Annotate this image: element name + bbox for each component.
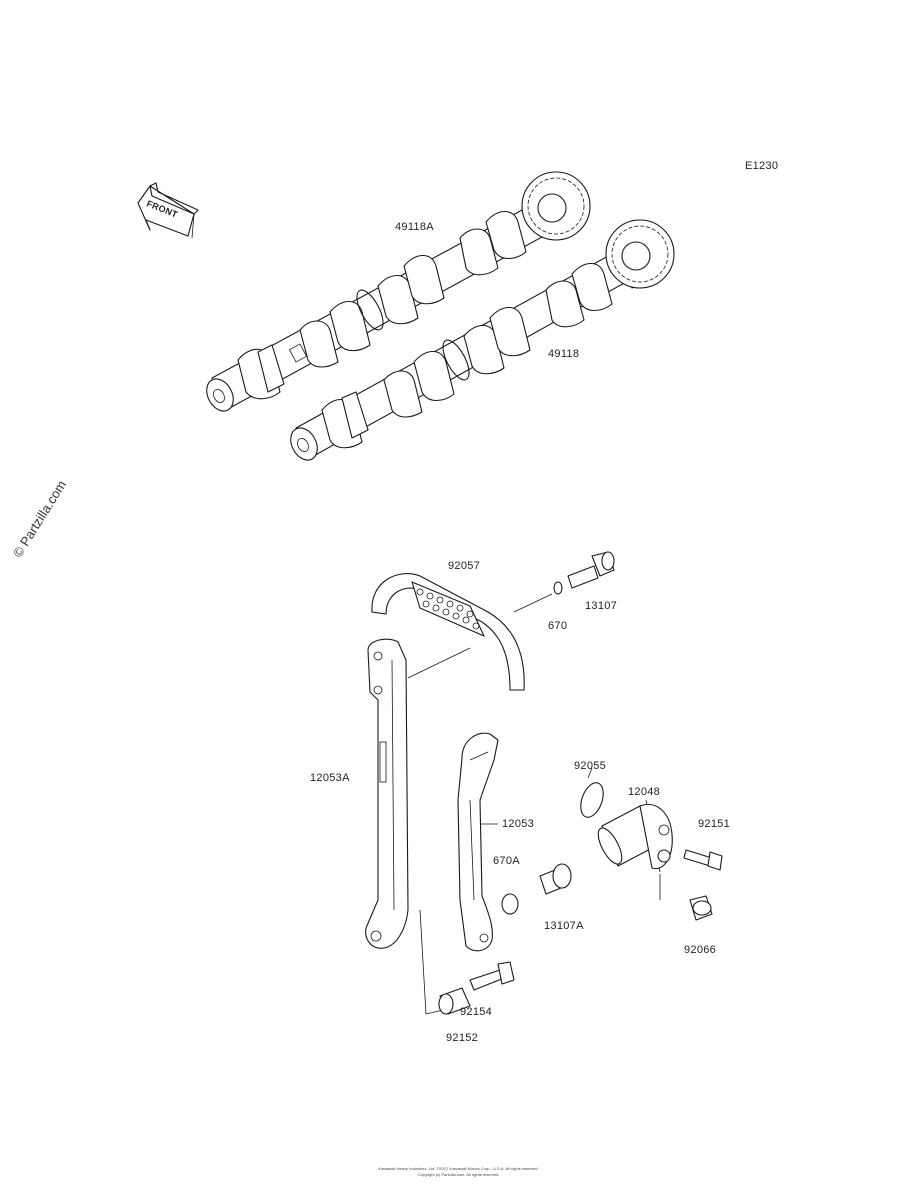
part-label-12048[interactable]: 12048	[628, 786, 661, 798]
bolt-13107A-drawing	[539, 863, 572, 895]
part-label-92055[interactable]: 92055	[574, 760, 607, 772]
camshaft-49118A-drawing	[206, 171, 591, 412]
chain-guide-12053A-drawing	[365, 638, 409, 949]
part-label-92152[interactable]: 92152	[446, 1032, 479, 1044]
tensioner-12048-drawing	[597, 804, 673, 870]
cam-chain-92057-drawing	[371, 573, 525, 691]
chain-guide-12053-drawing	[457, 732, 499, 952]
camshaft-49118-drawing	[290, 219, 675, 461]
part-label-92154[interactable]: 92154	[460, 1006, 493, 1018]
part-label-13107[interactable]: 13107	[585, 600, 618, 612]
part-label-92057[interactable]: 92057	[448, 560, 481, 572]
bolt-92154-drawing	[469, 961, 515, 991]
part-label-49118[interactable]: 49118	[548, 348, 580, 360]
part-label-92066[interactable]: 92066	[684, 944, 717, 956]
collar-92152-drawing	[438, 987, 471, 1015]
o-ring-92055-drawing	[580, 782, 604, 818]
part-label-92151[interactable]: 92151	[698, 818, 731, 830]
leader-lines	[407, 593, 661, 1015]
bolt-13107-drawing	[567, 551, 615, 589]
part-label-12053[interactable]: 12053	[502, 818, 535, 830]
part-label-49118A[interactable]: 49118A	[395, 221, 434, 233]
part-label-670[interactable]: 670	[548, 620, 568, 632]
o-ring-670A-drawing	[501, 893, 519, 915]
footer-line-2: Copyright (c) Partzilla.com. All rights …	[417, 1172, 500, 1177]
part-label-12053A[interactable]: 12053A	[310, 772, 350, 784]
washer-670-drawing	[553, 581, 563, 595]
part-label-670A[interactable]: 670A	[493, 855, 520, 867]
bolt-92066-drawing	[689, 895, 713, 921]
footer-line-1: Kawasaki Heavy Industries, Ltd. ©2017 Ka…	[378, 1166, 539, 1171]
bolt-92151-drawing	[683, 849, 723, 871]
copyright-footer: Kawasaki Heavy Industries, Ltd. ©2017 Ka…	[300, 1166, 617, 1178]
front-arrow-icon	[137, 182, 199, 239]
part-label-13107A[interactable]: 13107A	[544, 920, 584, 932]
diagram-code-label: E1230	[745, 160, 779, 172]
